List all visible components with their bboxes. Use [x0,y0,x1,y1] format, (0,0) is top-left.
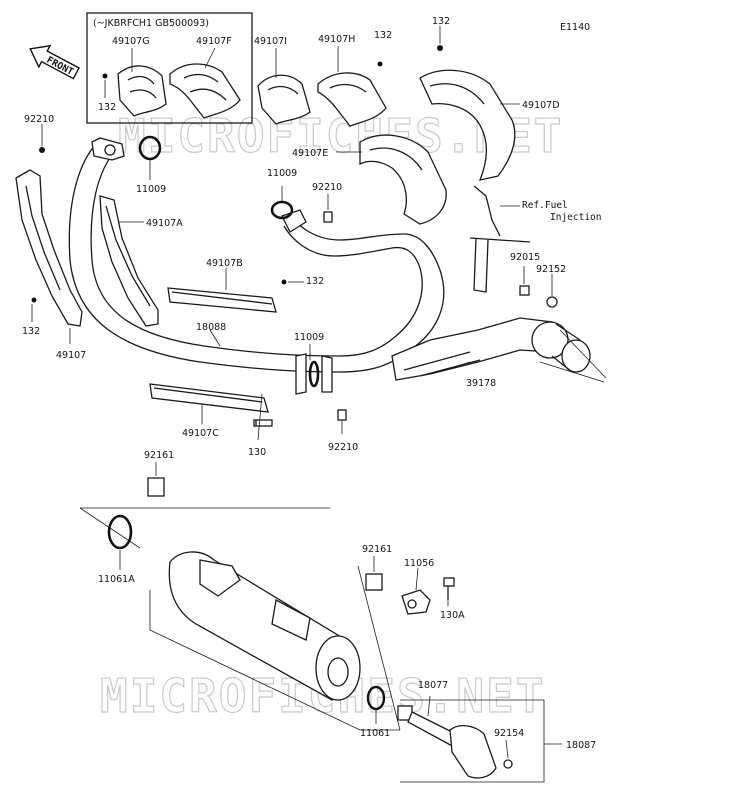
screw-92154 [503,759,513,769]
label-11009-b: 11009 [267,168,297,179]
label-92161-a: 92161 [144,450,174,461]
flange-gasket-11009-center [295,353,333,395]
pipe-39178 [391,237,591,381]
heat-guard-49107d [419,69,516,181]
label-132-left: 132 [22,326,40,337]
heat-guard-49107f-inset [169,63,241,119]
label-49107b: 49107B [206,258,243,269]
label-92161-b: 92161 [362,544,392,555]
bracket-11056 [401,589,431,615]
label-132-inset: 132 [98,102,116,113]
bolt-132-left [31,297,37,303]
gasket-11061 [366,685,386,711]
label-92210-a: 92210 [24,114,54,125]
bolt-92210-low [337,409,347,421]
heat-guard-49107i [257,74,311,125]
label-18088: 18088 [196,322,226,333]
front-arrow-icon: FRONT [29,44,80,80]
label-92015: 92015 [510,252,540,263]
bolt-132-inset [102,73,108,79]
label-49107i: 49107I [254,36,287,47]
label-130: 130 [248,447,266,458]
collar-92161-b [365,573,383,591]
ref-note-line2: Injection [550,212,601,223]
label-18077: 18077 [418,680,448,691]
bolt-130a [443,577,455,600]
label-49107f: 49107F [196,36,232,47]
label-49107e: 49107E [292,148,328,159]
label-49107a: 49107A [146,218,183,229]
collar-92161-a [147,477,165,497]
heat-guard-49107e [359,134,447,225]
label-11009-a: 11009 [136,184,166,195]
label-49107c: 49107C [182,428,219,439]
label-49107: 49107 [56,350,86,361]
label-11056: 11056 [404,558,434,569]
label-49107h: 49107H [318,34,355,45]
heat-guard-49107c [149,383,269,413]
label-11009-c: 11009 [294,332,324,343]
heat-guard-49107 [15,169,83,327]
inset-note: (~JKBRFCH1 GB500093) [93,18,209,29]
muffler-18087 [168,551,361,701]
label-132-top1: 132 [374,30,392,41]
ref-note-line1: Ref.Fuel [522,200,568,211]
label-132-mid: 132 [306,276,324,287]
label-92154: 92154 [494,728,524,739]
label-18087: 18087 [566,740,596,751]
heat-guard-49107b [167,287,277,313]
label-49107d: 49107D [522,100,560,111]
label-130a: 130A [440,610,465,621]
label-11061a: 11061A [98,574,135,585]
exhaust-pipe-18088 [68,137,445,373]
o2-sensor [469,185,531,243]
bolt-132-mid [281,279,287,285]
bolt-132-top2 [437,45,443,51]
bolt-92015 [519,285,530,296]
label-92210-b: 92210 [312,182,342,193]
inset-box [86,12,253,124]
bolt-92210-left [39,147,45,153]
diagram-code: E1140 [560,22,590,33]
bolt-130 [253,419,273,427]
gasket-11009-left [138,135,162,161]
heat-guard-49107h [317,72,387,127]
label-132-top2: 132 [432,16,450,27]
bolt-92210-mid [323,211,333,223]
label-11061: 11061 [360,728,390,739]
label-39178: 39178 [466,378,496,389]
label-92210-c: 92210 [328,442,358,453]
label-49107g: 49107G [112,36,150,47]
heat-guard-49107a [99,195,159,327]
nut-92152 [546,296,558,308]
label-92152: 92152 [536,264,566,275]
tail-pipe-18077 [397,705,497,779]
heat-guard-49107g-inset [117,65,167,117]
gasket-11061a [107,514,133,550]
bolt-132-top [377,61,383,67]
